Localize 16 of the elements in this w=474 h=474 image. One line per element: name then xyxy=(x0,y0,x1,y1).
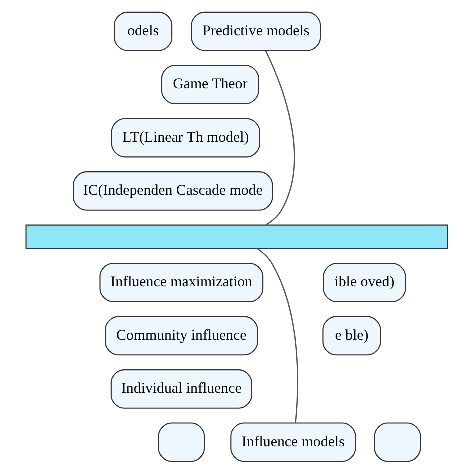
node-box: Community influence xyxy=(105,316,258,356)
node-box: odels xyxy=(114,12,173,52)
node-box xyxy=(374,422,422,462)
node-box: ible oved) xyxy=(323,263,406,302)
node-box: Influence models xyxy=(230,422,356,462)
node-box: Predictive models xyxy=(191,12,322,52)
node-box: LT(Linear Th model) xyxy=(111,118,260,158)
node-box: Game Theor xyxy=(161,65,260,104)
connector xyxy=(265,50,296,226)
node-box: Individual influence xyxy=(110,370,252,409)
connector xyxy=(257,248,298,424)
node-box: IC(Independen Cascade mode xyxy=(73,172,274,211)
node-box xyxy=(158,422,206,462)
node-box: e ble) xyxy=(322,316,382,356)
node-box: Influence maximization xyxy=(100,263,264,302)
node-bar xyxy=(26,224,448,250)
